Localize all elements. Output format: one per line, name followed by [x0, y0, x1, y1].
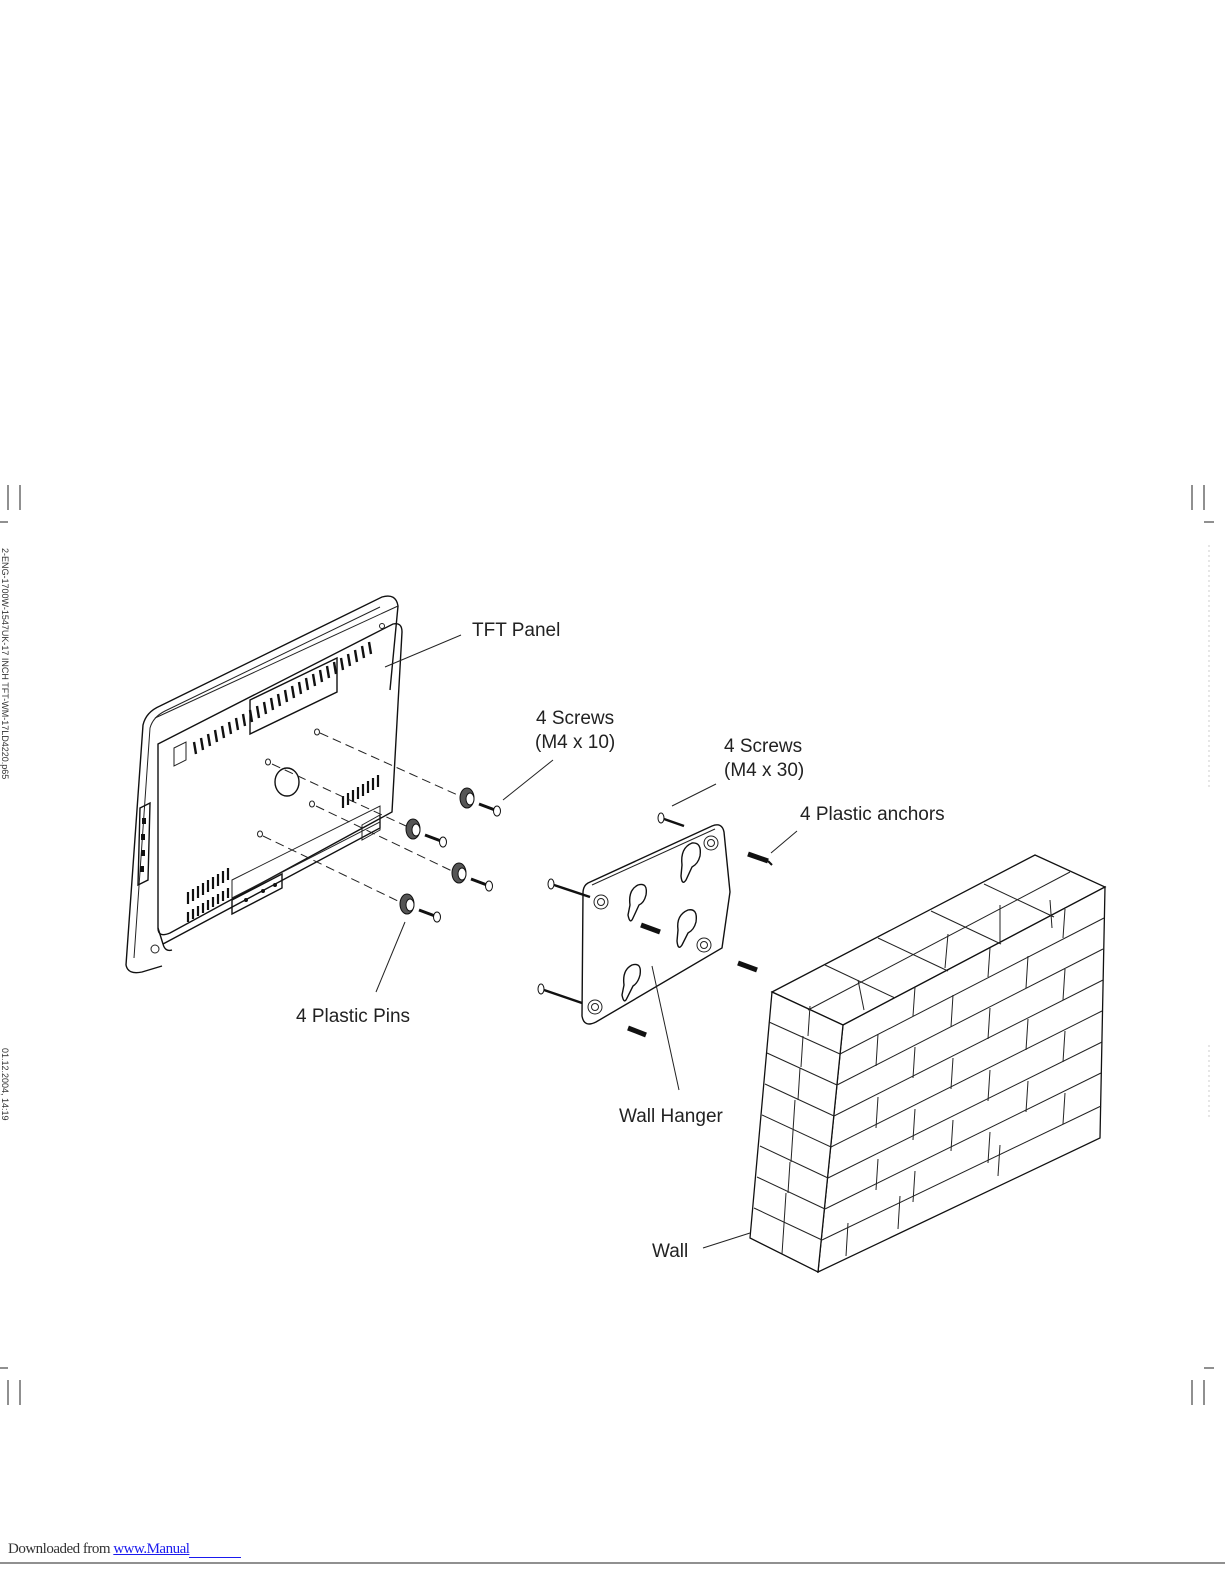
label-screws-short-count: 4 Screws: [536, 708, 614, 729]
label-wall: Wall: [652, 1241, 688, 1262]
download-footer: Downloaded from www.Manual: [8, 1541, 241, 1558]
footer-prefix: Downloaded from: [8, 1541, 113, 1557]
footer-link[interactable]: www.Manual: [113, 1541, 189, 1557]
label-screws-long-size: (M4 x 30): [724, 760, 804, 781]
label-screws-short-size: (M4 x 10): [535, 732, 615, 753]
side-timestamp: 01.12.2004, 14:19: [0, 1048, 10, 1121]
label-plastic-pins: 4 Plastic Pins: [296, 1006, 410, 1027]
label-plastic-anchors: 4 Plastic anchors: [800, 804, 945, 825]
label-tft-panel: TFT Panel: [472, 620, 560, 641]
brick-wall-illustration: [750, 855, 1105, 1272]
side-vents: [188, 775, 378, 922]
wall-hanger-illustration: [582, 825, 730, 1024]
alignment-lines: [263, 733, 462, 902]
plastic-pins-with-screws: [400, 788, 501, 922]
label-screws-long-count: 4 Screws: [724, 736, 802, 757]
tft-panel-illustration: [126, 596, 402, 973]
label-wall-hanger: Wall Hanger: [619, 1106, 724, 1127]
side-file-info: 2-ENG-1700W-1547UK-17 INCH TFT-WM-17LD42…: [0, 548, 10, 779]
footer-link-underline: [189, 1543, 241, 1558]
long-screws-and-anchors: [538, 813, 772, 1035]
